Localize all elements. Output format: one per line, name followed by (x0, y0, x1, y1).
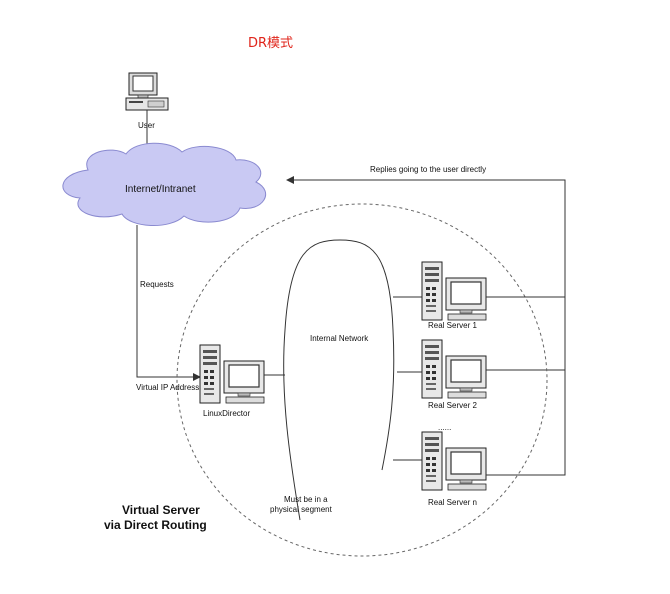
caption-line-1: Virtual Server (122, 503, 200, 517)
real-server-1-label: Real Server 1 (428, 321, 477, 330)
physical-segment-label-1: Must be in a (284, 495, 328, 504)
server-tower-icon (421, 261, 487, 321)
workstation-icon (125, 72, 169, 111)
requests-label: Requests (140, 280, 174, 289)
physical-segment-label-2: physical segment (270, 505, 333, 514)
server-tower-icon (199, 344, 265, 404)
real-server-n-label: Real Server n (428, 498, 477, 507)
real-server-2-label: Real Server 2 (428, 401, 477, 410)
server-tower-icon (421, 431, 487, 491)
internet-cloud (62, 142, 267, 227)
reply-path-line (287, 179, 566, 476)
vip-label: Virtual IP Address (136, 383, 199, 392)
caption-line-2: via Direct Routing (104, 518, 207, 532)
more-servers-ellipsis: ...... (438, 423, 451, 432)
requests-path-line (136, 225, 193, 378)
internal-network-arch (283, 239, 395, 521)
virtual-server-boundary (176, 203, 548, 557)
internal-network-label: Internal Network (310, 334, 369, 343)
director-label: LinuxDirector (203, 409, 250, 418)
server-tower-icon (421, 339, 487, 399)
diagram-title: DR模式 (248, 36, 293, 51)
replies-label: Replies going to the user directly (370, 165, 486, 174)
cloud-label: Internet/Intranet (125, 184, 196, 195)
